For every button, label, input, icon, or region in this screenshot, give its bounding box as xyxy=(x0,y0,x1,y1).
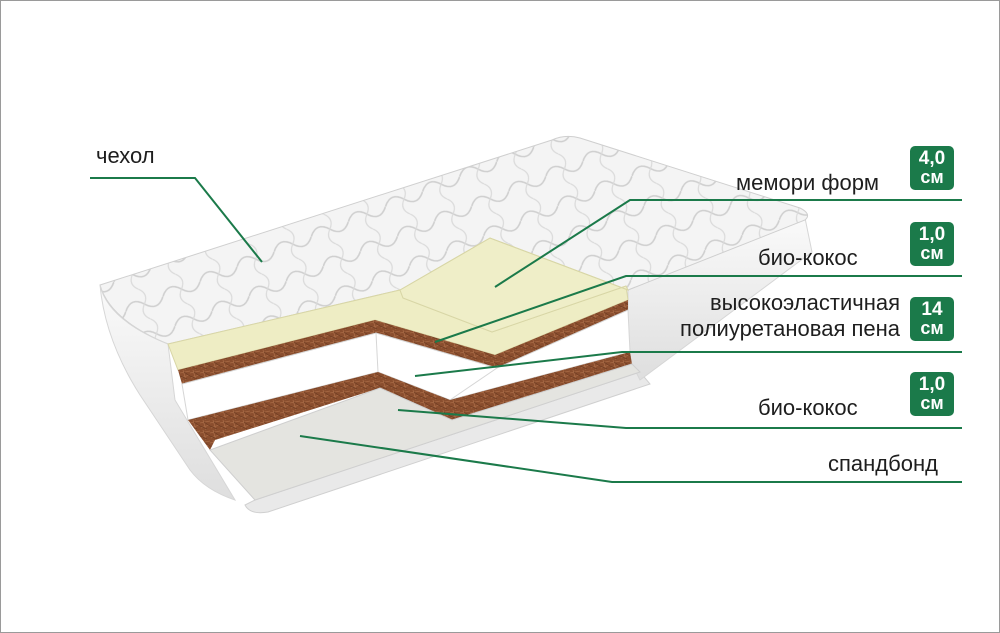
label-memory-foam: мемори форм xyxy=(736,170,880,195)
leader-cover xyxy=(90,177,263,263)
badge-coconut-2-value: 1,0 xyxy=(918,374,946,395)
label-cover: чехол xyxy=(96,143,155,168)
leader-coco2 xyxy=(397,409,962,429)
label-foam: высокоэластичная полиуретановая пена xyxy=(648,290,900,342)
badge-memory-unit: см xyxy=(920,167,944,187)
badge-foam-value: 14 xyxy=(921,299,943,320)
spunbond-layer xyxy=(209,363,641,501)
badge-memory-value: 4,0 xyxy=(918,148,946,169)
badge-coconut-1: 1,0 см xyxy=(910,222,954,266)
badge-coconut-1-unit: см xyxy=(920,243,944,263)
leader-foam xyxy=(414,351,962,377)
label-foam-line1: высокоэластичная xyxy=(709,290,900,315)
badge-memory-foam: 4,0 см xyxy=(910,146,954,190)
badge-coconut-2-unit: см xyxy=(920,393,944,413)
leader-memory xyxy=(494,199,962,288)
label-coconut-2: био-кокос xyxy=(758,395,858,420)
badge-foam: 14 см xyxy=(910,297,954,341)
leader-spunbond xyxy=(299,435,962,483)
coconut-layer-top xyxy=(178,300,628,384)
mattress-base xyxy=(244,371,651,514)
label-coconut-1: био-кокос xyxy=(758,245,858,270)
mattress-left-side xyxy=(99,284,237,501)
mattress-top-quilt xyxy=(99,135,809,345)
badge-foam-unit: см xyxy=(920,318,944,338)
leader-coco1 xyxy=(434,275,962,343)
label-foam-line2: полиуретановая пена xyxy=(680,316,900,341)
badge-coconut-2: 1,0 см xyxy=(910,372,954,416)
label-spunbond: спандбонд xyxy=(828,451,938,476)
leader-lines xyxy=(90,177,962,483)
badge-coconut-1-value: 1,0 xyxy=(918,224,946,245)
